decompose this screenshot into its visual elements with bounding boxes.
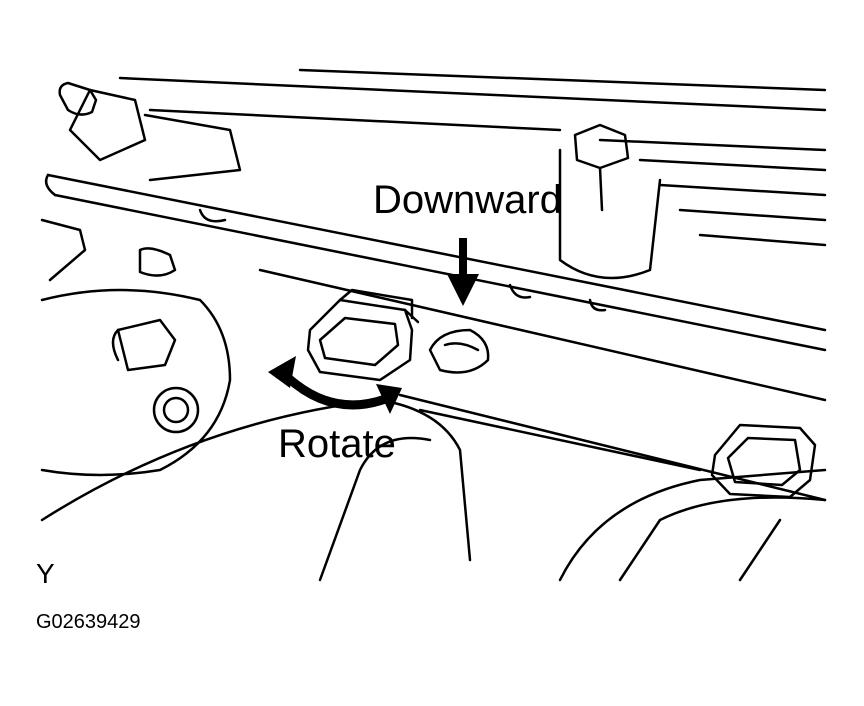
downward-label: Downward [373, 178, 562, 222]
figure-code: G02639429 [36, 611, 141, 633]
injector-connector [306, 288, 420, 382]
fuel-delivery-pipe [44, 173, 827, 352]
intake-manifold-lines [118, 68, 827, 247]
injector-connector-right [710, 423, 817, 499]
bolt-top-right [558, 123, 662, 280]
view-label: Y [36, 558, 55, 589]
left-housing [40, 218, 232, 477]
bolt-top-left [58, 81, 242, 182]
lower-housing [40, 398, 827, 582]
injector-middle [138, 247, 490, 374]
rotate-double-arrow-icon [268, 356, 402, 414]
rotate-label: Rotate [278, 422, 396, 466]
arrow-down-icon [447, 238, 479, 306]
